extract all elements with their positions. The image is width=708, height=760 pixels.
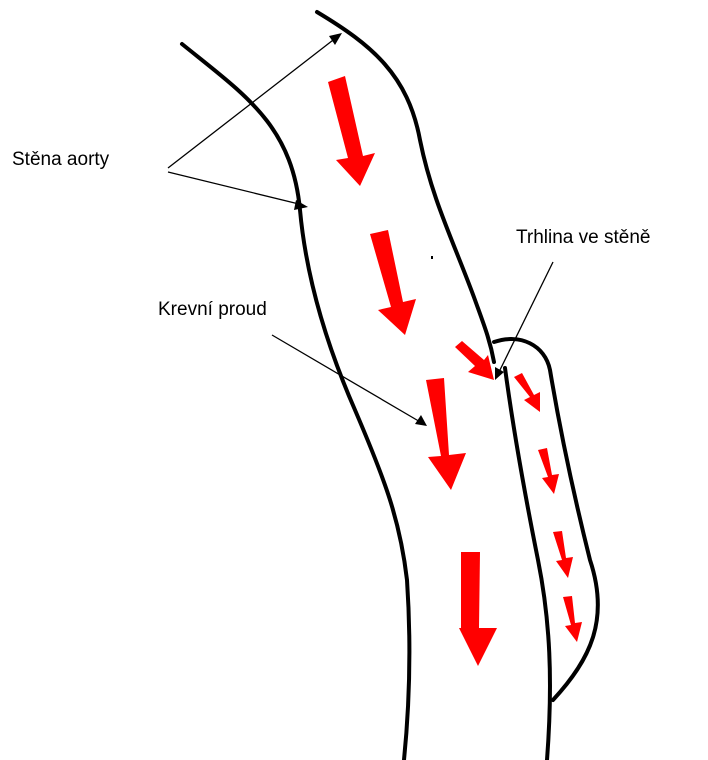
wall-tear-label: Trhlina ve stěně bbox=[516, 228, 650, 247]
flow-pointer bbox=[272, 335, 422, 423]
tear-pointer-tip bbox=[495, 367, 504, 380]
blood-flow-label: Krevní proud bbox=[158, 300, 267, 319]
wall-pointer-upper bbox=[168, 37, 337, 168]
flow-arrow-4 bbox=[459, 552, 497, 666]
flow-arrow-false-lumen-2 bbox=[538, 448, 559, 494]
flow-arrow-false-lumen-1 bbox=[514, 373, 540, 412]
flow-arrow-false-lumen-4 bbox=[563, 596, 582, 642]
wall-pointer-upper-tip bbox=[329, 33, 342, 45]
flow-arrow-3 bbox=[426, 378, 466, 490]
false-lumen-inner-wall bbox=[505, 368, 550, 760]
aorta-wall-label: Stěna aorty bbox=[12, 150, 109, 169]
flow-arrow-2 bbox=[370, 230, 416, 335]
aorta-wall-left bbox=[182, 44, 409, 760]
wall-pointer-lower bbox=[168, 172, 303, 205]
flow-arrow-false-lumen-3 bbox=[553, 531, 573, 578]
small-mark bbox=[431, 256, 433, 259]
flow-arrow-tear-entry bbox=[455, 341, 494, 380]
flow-arrow-1 bbox=[328, 76, 375, 186]
